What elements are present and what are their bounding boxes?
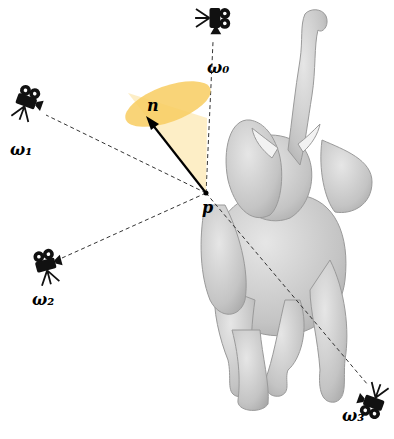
camera-icon bbox=[195, 8, 230, 34]
view-label: ω₁ bbox=[10, 142, 32, 158]
camera-icon bbox=[10, 83, 47, 125]
visibility-cone bbox=[120, 72, 217, 193]
normal-arrow bbox=[146, 116, 209, 196]
normal-label: n bbox=[147, 98, 159, 114]
view-label: ω₃ bbox=[342, 408, 364, 424]
view-label: ω₀ bbox=[207, 60, 229, 76]
camera-icon bbox=[32, 246, 66, 287]
view-label: ω₂ bbox=[32, 292, 54, 308]
point-label: p bbox=[202, 200, 213, 216]
view-ray bbox=[46, 42, 368, 385]
elephant-model bbox=[201, 10, 372, 411]
